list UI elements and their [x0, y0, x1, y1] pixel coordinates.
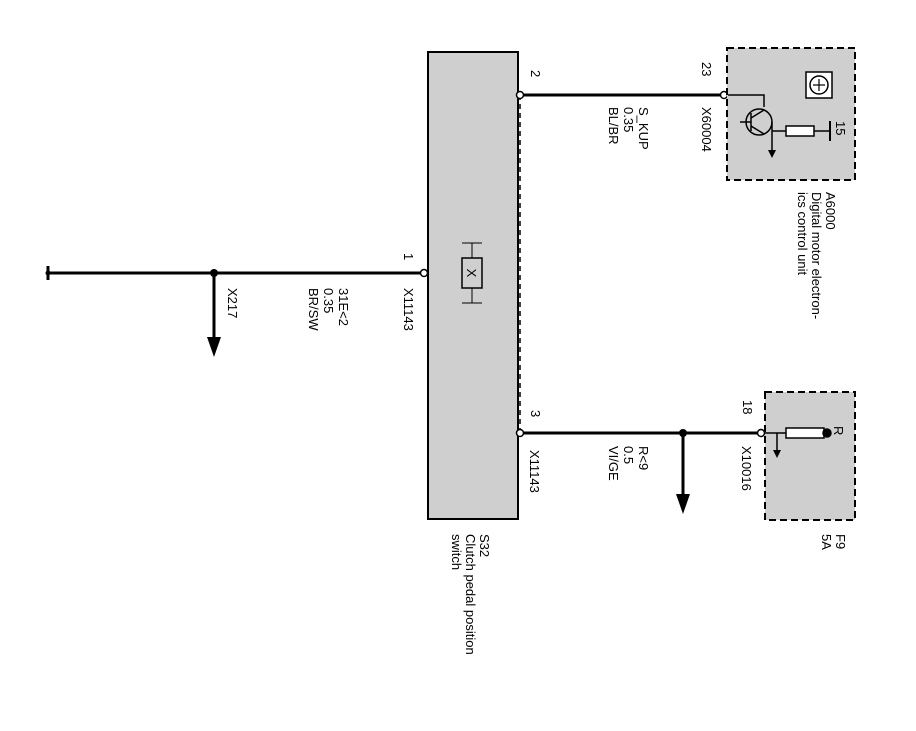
pin-2-label: 2 [528, 70, 543, 77]
wire-R9-name: R<9 [636, 446, 651, 470]
wire-S_KUP-gauge: 0.35 [621, 107, 636, 132]
pin-R-label: R [831, 426, 846, 435]
wire-31E-gauge: 0.35 [321, 288, 336, 313]
x217-arrow-icon [207, 337, 221, 357]
wire-31E-name: 31E<2 [336, 288, 351, 326]
pin-18-label: 18 [740, 400, 755, 414]
ecu-connector-label: X60004 [699, 107, 714, 152]
wire-R9-color: VI/GE [606, 446, 621, 481]
switch-desc-line1: Clutch pedal position [463, 534, 478, 655]
pin-15-label: 15 [833, 121, 848, 135]
switch-id-label: S32 [477, 534, 492, 557]
wire-31E-color: BR/SW [306, 288, 321, 331]
transistor-icon [728, 94, 831, 141]
wire-31E-connector: X11143 [401, 288, 416, 331]
ecu-symbol-icon [805, 71, 833, 99]
pin-2-terminal [515, 90, 525, 100]
switch-symbol-label: X [464, 269, 479, 278]
ecu-id-label: A6000 [823, 192, 838, 230]
fuse-ground-arrow-icon [773, 450, 781, 458]
ecu-desc-line2: ics control unit [795, 192, 810, 275]
wire-S_KUP-name: S_KUP [636, 107, 651, 150]
pin-3-terminal [515, 428, 525, 438]
ground-x217-label: X217 [225, 288, 240, 318]
ecu-box [726, 47, 856, 181]
fuse-box [764, 391, 856, 521]
fuse-rating-label: 5A [819, 534, 834, 550]
switch-desc-line2: switch [449, 534, 464, 570]
pin-3-label: 3 [528, 410, 543, 417]
fuse-id-label: F9 [833, 534, 848, 549]
fuse-connector-label: X10016 [739, 446, 754, 491]
r9-arrow-icon [676, 494, 690, 514]
pin-1-terminal [419, 268, 429, 278]
ecu-ground-arrow-icon [768, 150, 776, 158]
pin-18-terminal [756, 428, 766, 438]
ecu-desc-line1: Digital motor electron- [809, 192, 824, 319]
switch-symbol-icon [461, 242, 483, 304]
wire-R9-gauge: 0.5 [621, 446, 636, 464]
wire-R9-switch-connector: X11143 [527, 450, 542, 493]
pin-23-label: 23 [699, 62, 714, 76]
pin-1-label: 1 [401, 253, 416, 260]
wire-S_KUP-color: BL/BR [606, 107, 621, 145]
fuse-icon [765, 427, 832, 450]
